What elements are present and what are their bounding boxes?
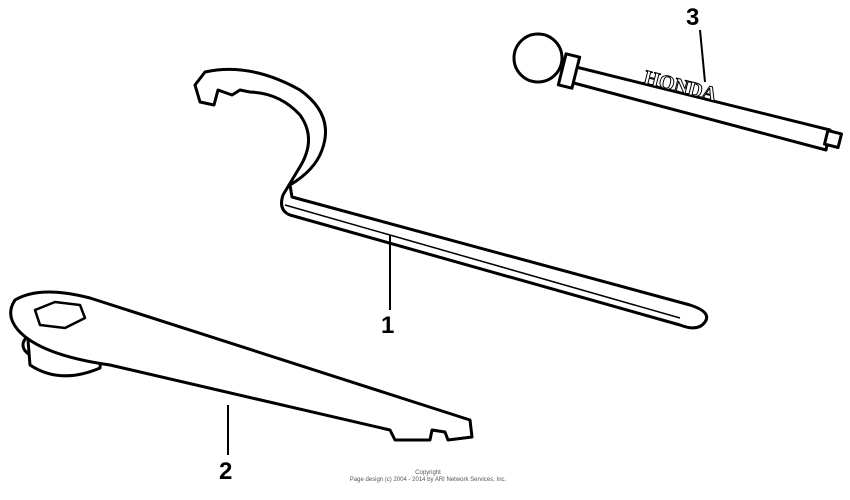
callout-1: 1 xyxy=(381,312,395,339)
copyright-label: Copyright xyxy=(415,470,441,476)
pin-spanner-wrench xyxy=(193,67,709,330)
leader-lines xyxy=(227,29,706,455)
ratchet-wrench xyxy=(9,290,474,442)
leader-line-3 xyxy=(699,29,706,83)
copyright-notice: Page design (c) 2004 - 2014 by ARI Netwo… xyxy=(349,477,507,483)
pin-tool: HONDA xyxy=(512,32,843,152)
callout-2: 2 xyxy=(219,458,233,485)
callout-3: 3 xyxy=(686,4,700,31)
